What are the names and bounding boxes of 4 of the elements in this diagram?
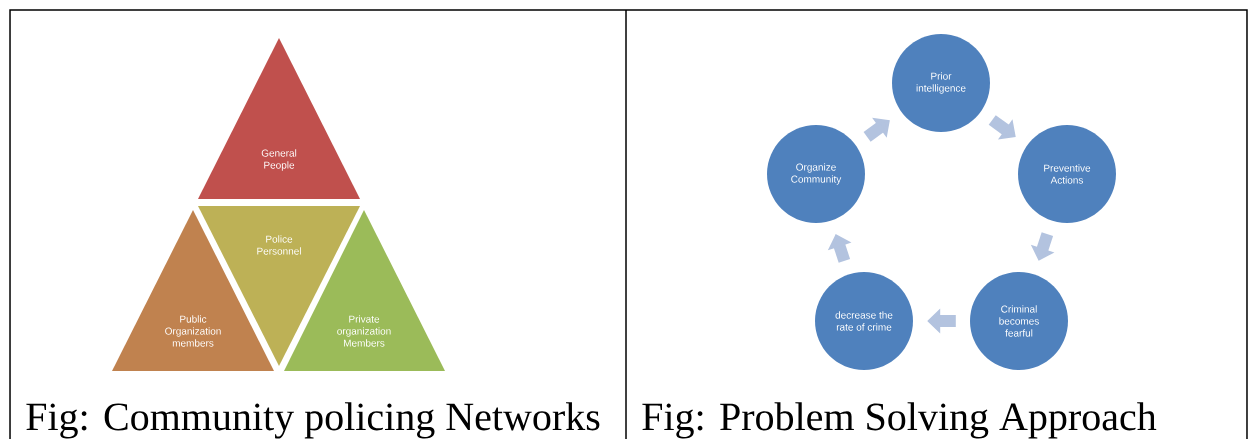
figure-caption: Fig: Community policing Networks <box>26 402 600 439</box>
triangle: General People <box>198 38 360 199</box>
figure-caption: Fig: Problem Solving Approach <box>642 402 1157 439</box>
block-arrow <box>863 117 890 142</box>
